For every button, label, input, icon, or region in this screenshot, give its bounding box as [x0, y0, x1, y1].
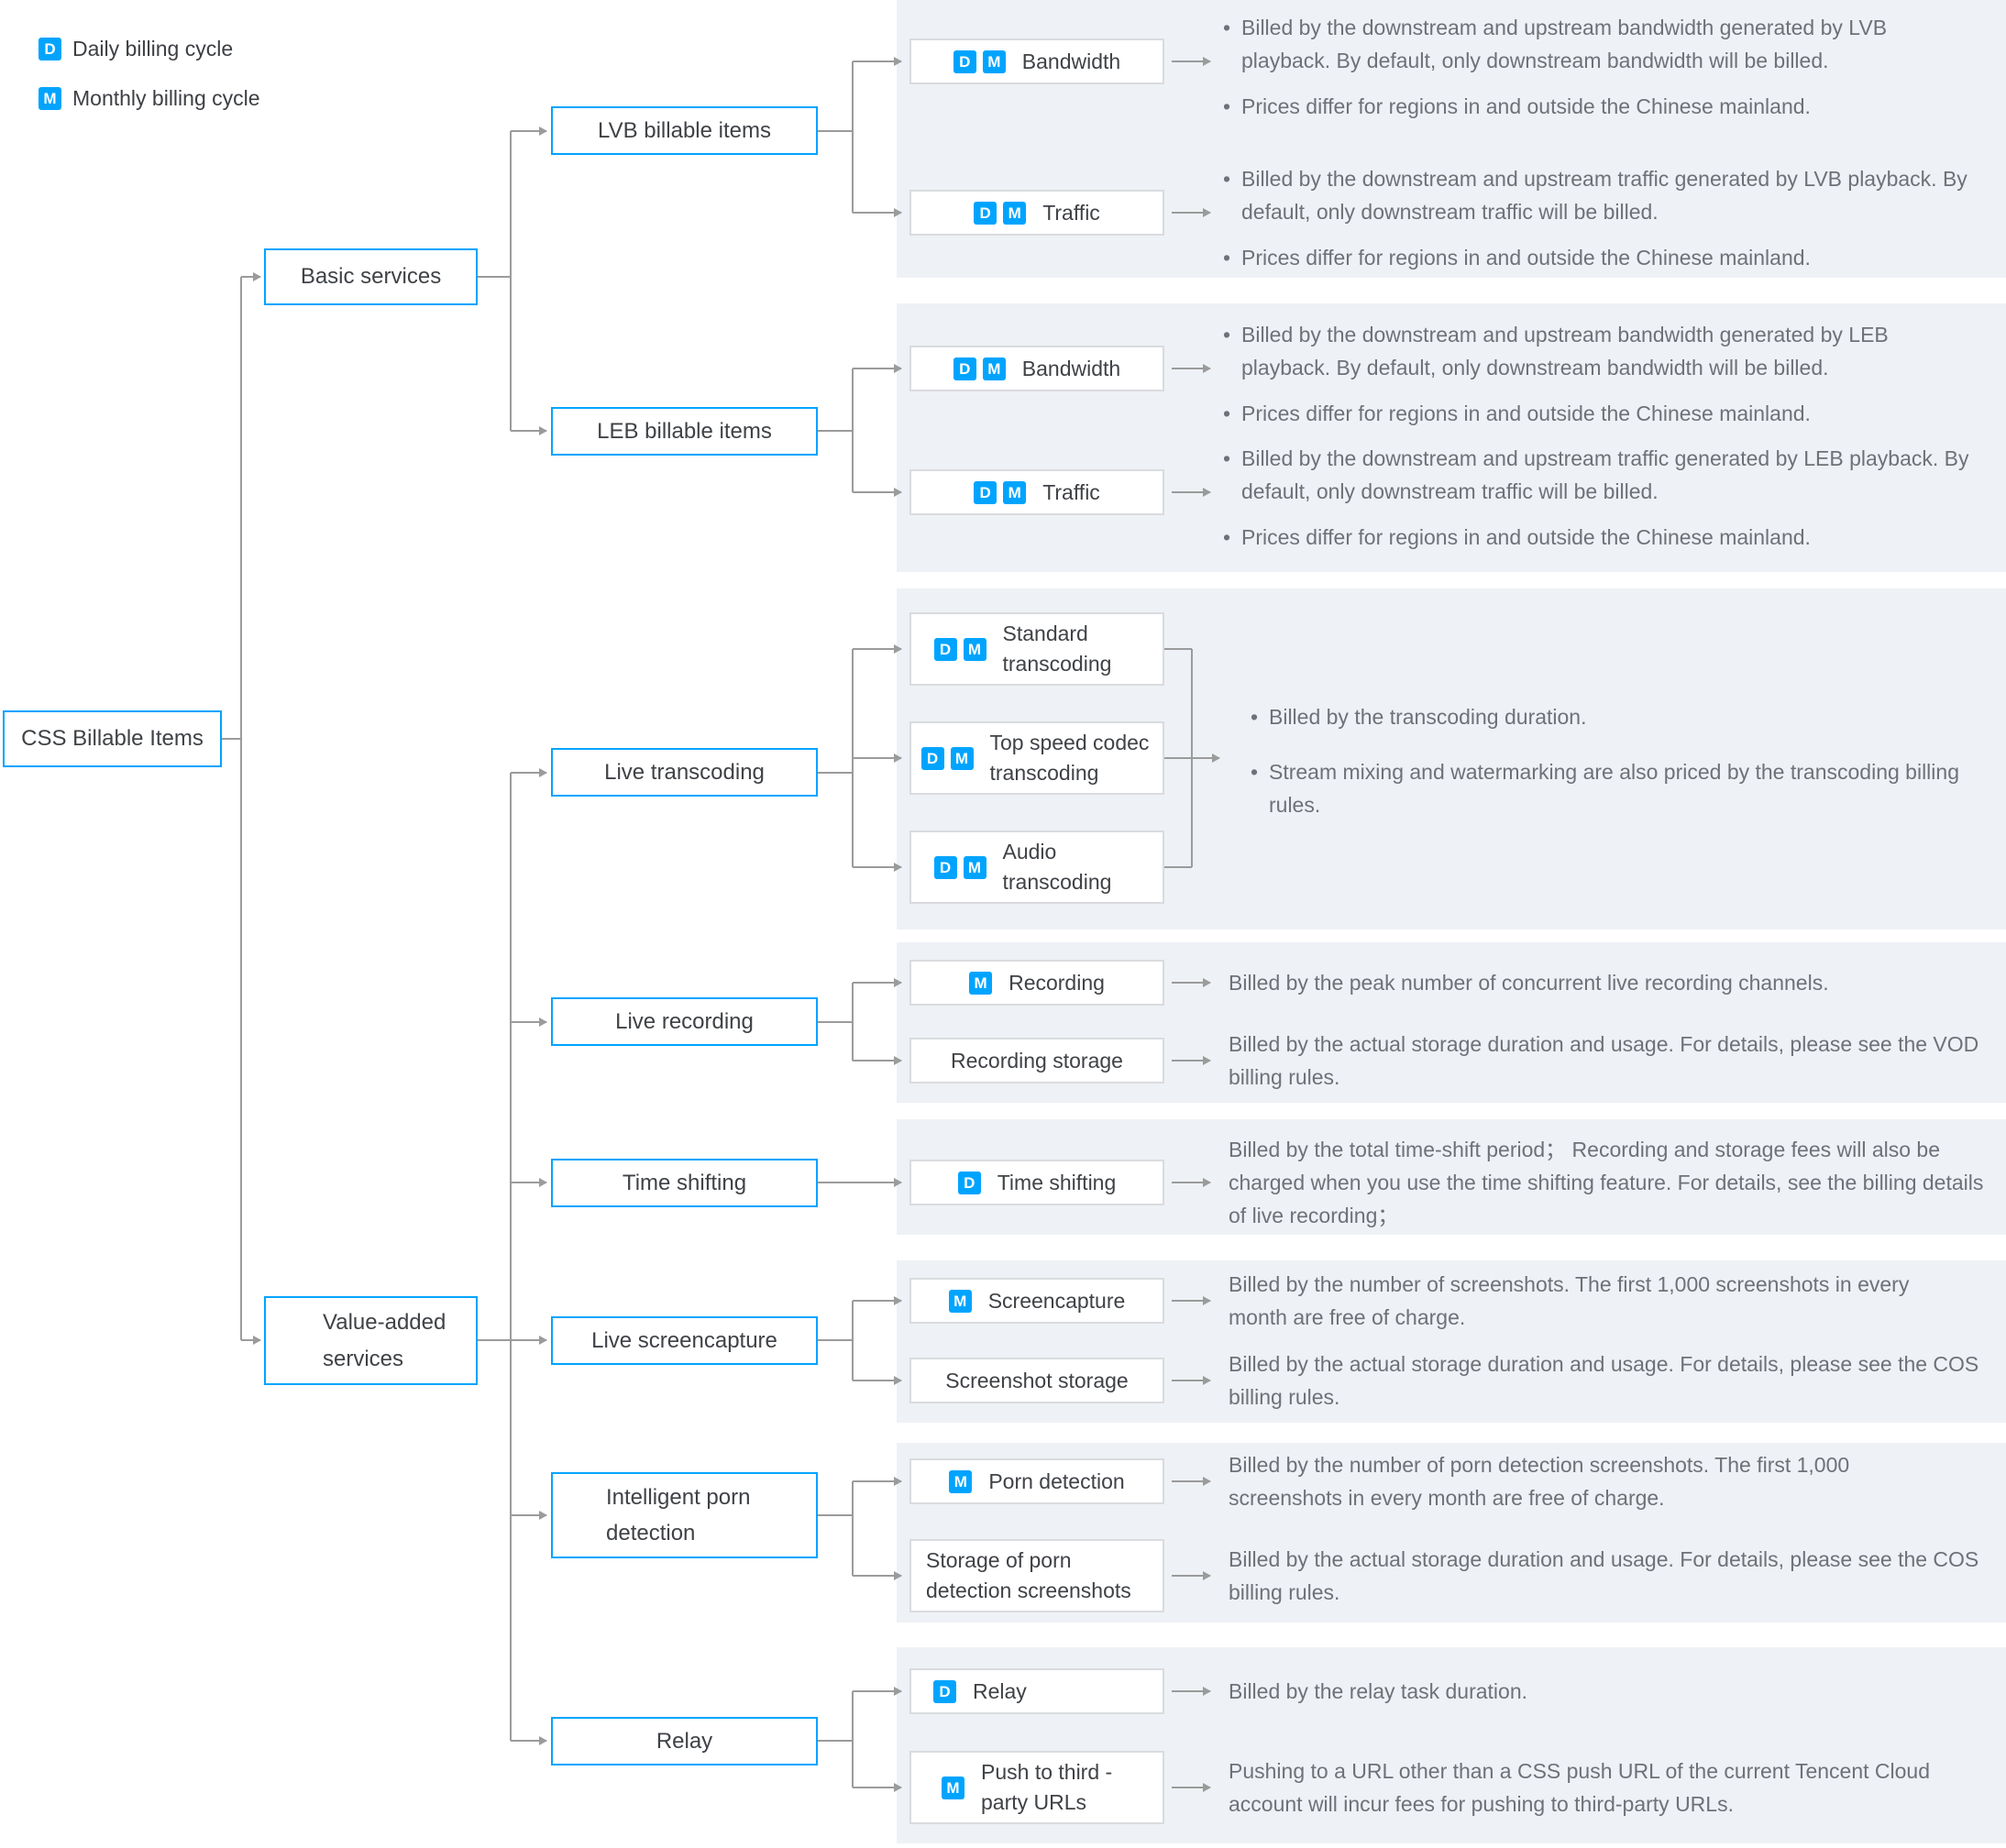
daily-badge-icon: D: [933, 855, 957, 879]
item-label: Top speed codec transcoding: [989, 731, 1150, 785]
node-lvb-billable-items: LVB billable items: [551, 106, 818, 155]
item-label: Traffic: [1042, 200, 1100, 225]
desc-recording-storage: Billed by the actual storage duration an…: [1229, 1032, 1979, 1089]
item-label: Bandwidth: [1021, 356, 1121, 380]
item-push-to-third-party-urls: M Push to third -party URLs: [909, 1751, 1164, 1824]
desc-transcoding: Billed by the transcoding duration. Stre…: [1247, 700, 1971, 834]
daily-badge-icon: D: [920, 746, 944, 770]
monthly-badge-icon: M: [1003, 201, 1027, 225]
daily-badge-icon: D: [933, 1679, 956, 1703]
item-label: Bandwidth: [1021, 49, 1121, 73]
item-screenshot-storage: Screenshot storage: [909, 1358, 1164, 1403]
desc-bullet: Prices differ for regions in and outside…: [1219, 90, 1971, 123]
daily-badge-icon: D: [953, 357, 976, 380]
node-live-recording: Live recording: [551, 997, 818, 1046]
node-time-shifting: Time shifting: [551, 1159, 818, 1207]
desc-bullet: Stream mixing and watermarking are also …: [1247, 755, 1971, 821]
desc-bullet: Billed by the downstream and upstream ba…: [1219, 318, 1971, 384]
desc-relay: Billed by the relay task duration.: [1229, 1679, 1528, 1703]
desc-bullet: Prices differ for regions in and outside…: [1219, 397, 1971, 430]
monthly-badge-icon: M: [982, 357, 1006, 380]
monthly-badge-icon: M: [942, 1776, 964, 1799]
item-label: Porn detection: [988, 1468, 1125, 1493]
item-label: Recording storage: [951, 1048, 1123, 1072]
desc-porn-storage: Billed by the actual storage duration an…: [1229, 1547, 1979, 1604]
daily-badge-icon: D: [974, 480, 997, 504]
desc-leb-bandwidth: Billed by the downstream and upstream ba…: [1219, 318, 1971, 443]
item-label: Recording: [1009, 970, 1105, 995]
item-label: Traffic: [1042, 479, 1100, 504]
desc-lvb-bandwidth: Billed by the downstream and upstream ba…: [1219, 11, 1971, 136]
daily-badge-icon: D: [39, 38, 61, 60]
legend-daily: D Daily billing cycle: [39, 37, 233, 61]
monthly-badge-icon: M: [963, 637, 986, 661]
desc-recording: Billed by the peak number of concurrent …: [1229, 971, 1829, 995]
desc-porn-detection: Billed by the number of porn detection s…: [1229, 1453, 1850, 1510]
legend-monthly: M Monthly billing cycle: [39, 86, 260, 111]
item-recording-storage: Recording storage: [909, 1038, 1164, 1084]
item-screencapture: M Screencapture: [909, 1278, 1164, 1324]
item-label: Screencapture: [987, 1288, 1126, 1313]
monthly-badge-icon: M: [969, 971, 993, 995]
desc-bullet: Prices differ for regions in and outside…: [1219, 521, 1971, 554]
monthly-badge-icon: M: [948, 1289, 972, 1313]
daily-badge-icon: D: [933, 637, 957, 661]
item-label: Relay: [973, 1678, 1027, 1703]
node-basic-services: Basic services: [264, 248, 478, 305]
item-label: Push to third -party URLs: [981, 1760, 1113, 1814]
daily-badge-icon: D: [957, 1171, 981, 1194]
monthly-badge-icon: M: [950, 746, 974, 770]
monthly-badge-icon: M: [963, 855, 986, 879]
item-porn-detection: M Porn detection: [909, 1458, 1164, 1504]
item-label: Screenshot storage: [945, 1368, 1129, 1392]
monthly-badge-icon: M: [1003, 480, 1027, 504]
desc-screencapture: Billed by the number of screenshots. The…: [1229, 1272, 1910, 1329]
desc-time-shifting: Billed by the total time-shift period； R…: [1229, 1138, 1984, 1227]
node-intelligent-porn-detection: Intelligent porn detection: [551, 1472, 818, 1558]
desc-bullet: Billed by the transcoding duration.: [1247, 700, 1971, 733]
desc-bullet: Prices differ for regions in and outside…: [1219, 241, 1971, 274]
monthly-badge-icon: M: [982, 50, 1006, 73]
desc-bullet: Billed by the downstream and upstream tr…: [1219, 442, 1971, 508]
desc-push: Pushing to a URL other than a CSS push U…: [1229, 1759, 1930, 1816]
item-time-shifting: D Time shifting: [909, 1160, 1164, 1205]
node-leb-billable-items: LEB billable items: [551, 407, 818, 456]
monthly-badge-icon: M: [39, 87, 61, 110]
desc-screenshot-storage: Billed by the actual storage duration an…: [1229, 1352, 1979, 1409]
desc-leb-traffic: Billed by the downstream and upstream tr…: [1219, 442, 1971, 566]
desc-bullet: Billed by the downstream and upstream ba…: [1219, 11, 1971, 77]
item-label: Standard transcoding: [1002, 622, 1112, 676]
item-label: Audio transcoding: [1002, 840, 1112, 894]
daily-badge-icon: D: [974, 201, 997, 225]
desc-lvb-traffic: Billed by the downstream and upstream tr…: [1219, 162, 1971, 287]
node-value-added-services: Value-added services: [264, 1296, 478, 1385]
node-live-transcoding: Live transcoding: [551, 748, 818, 797]
daily-badge-icon: D: [953, 50, 976, 73]
item-recording: M Recording: [909, 960, 1164, 1006]
item-storage-of-porn-detection-screenshots: Storage of porn detection screenshots: [909, 1539, 1164, 1612]
item-label: Time shifting: [997, 1170, 1117, 1194]
node-live-screencapture: Live screencapture: [551, 1316, 818, 1365]
legend-monthly-label: Monthly billing cycle: [72, 86, 260, 110]
monthly-badge-icon: M: [949, 1469, 973, 1493]
desc-bullet: Billed by the downstream and upstream tr…: [1219, 162, 1971, 228]
node-relay: Relay: [551, 1717, 818, 1766]
item-relay: D Relay: [909, 1668, 1164, 1714]
legend-daily-label: Daily billing cycle: [72, 37, 234, 60]
item-label: Storage of porn detection screenshots: [926, 1548, 1131, 1602]
node-root: CSS Billable Items: [3, 710, 222, 767]
